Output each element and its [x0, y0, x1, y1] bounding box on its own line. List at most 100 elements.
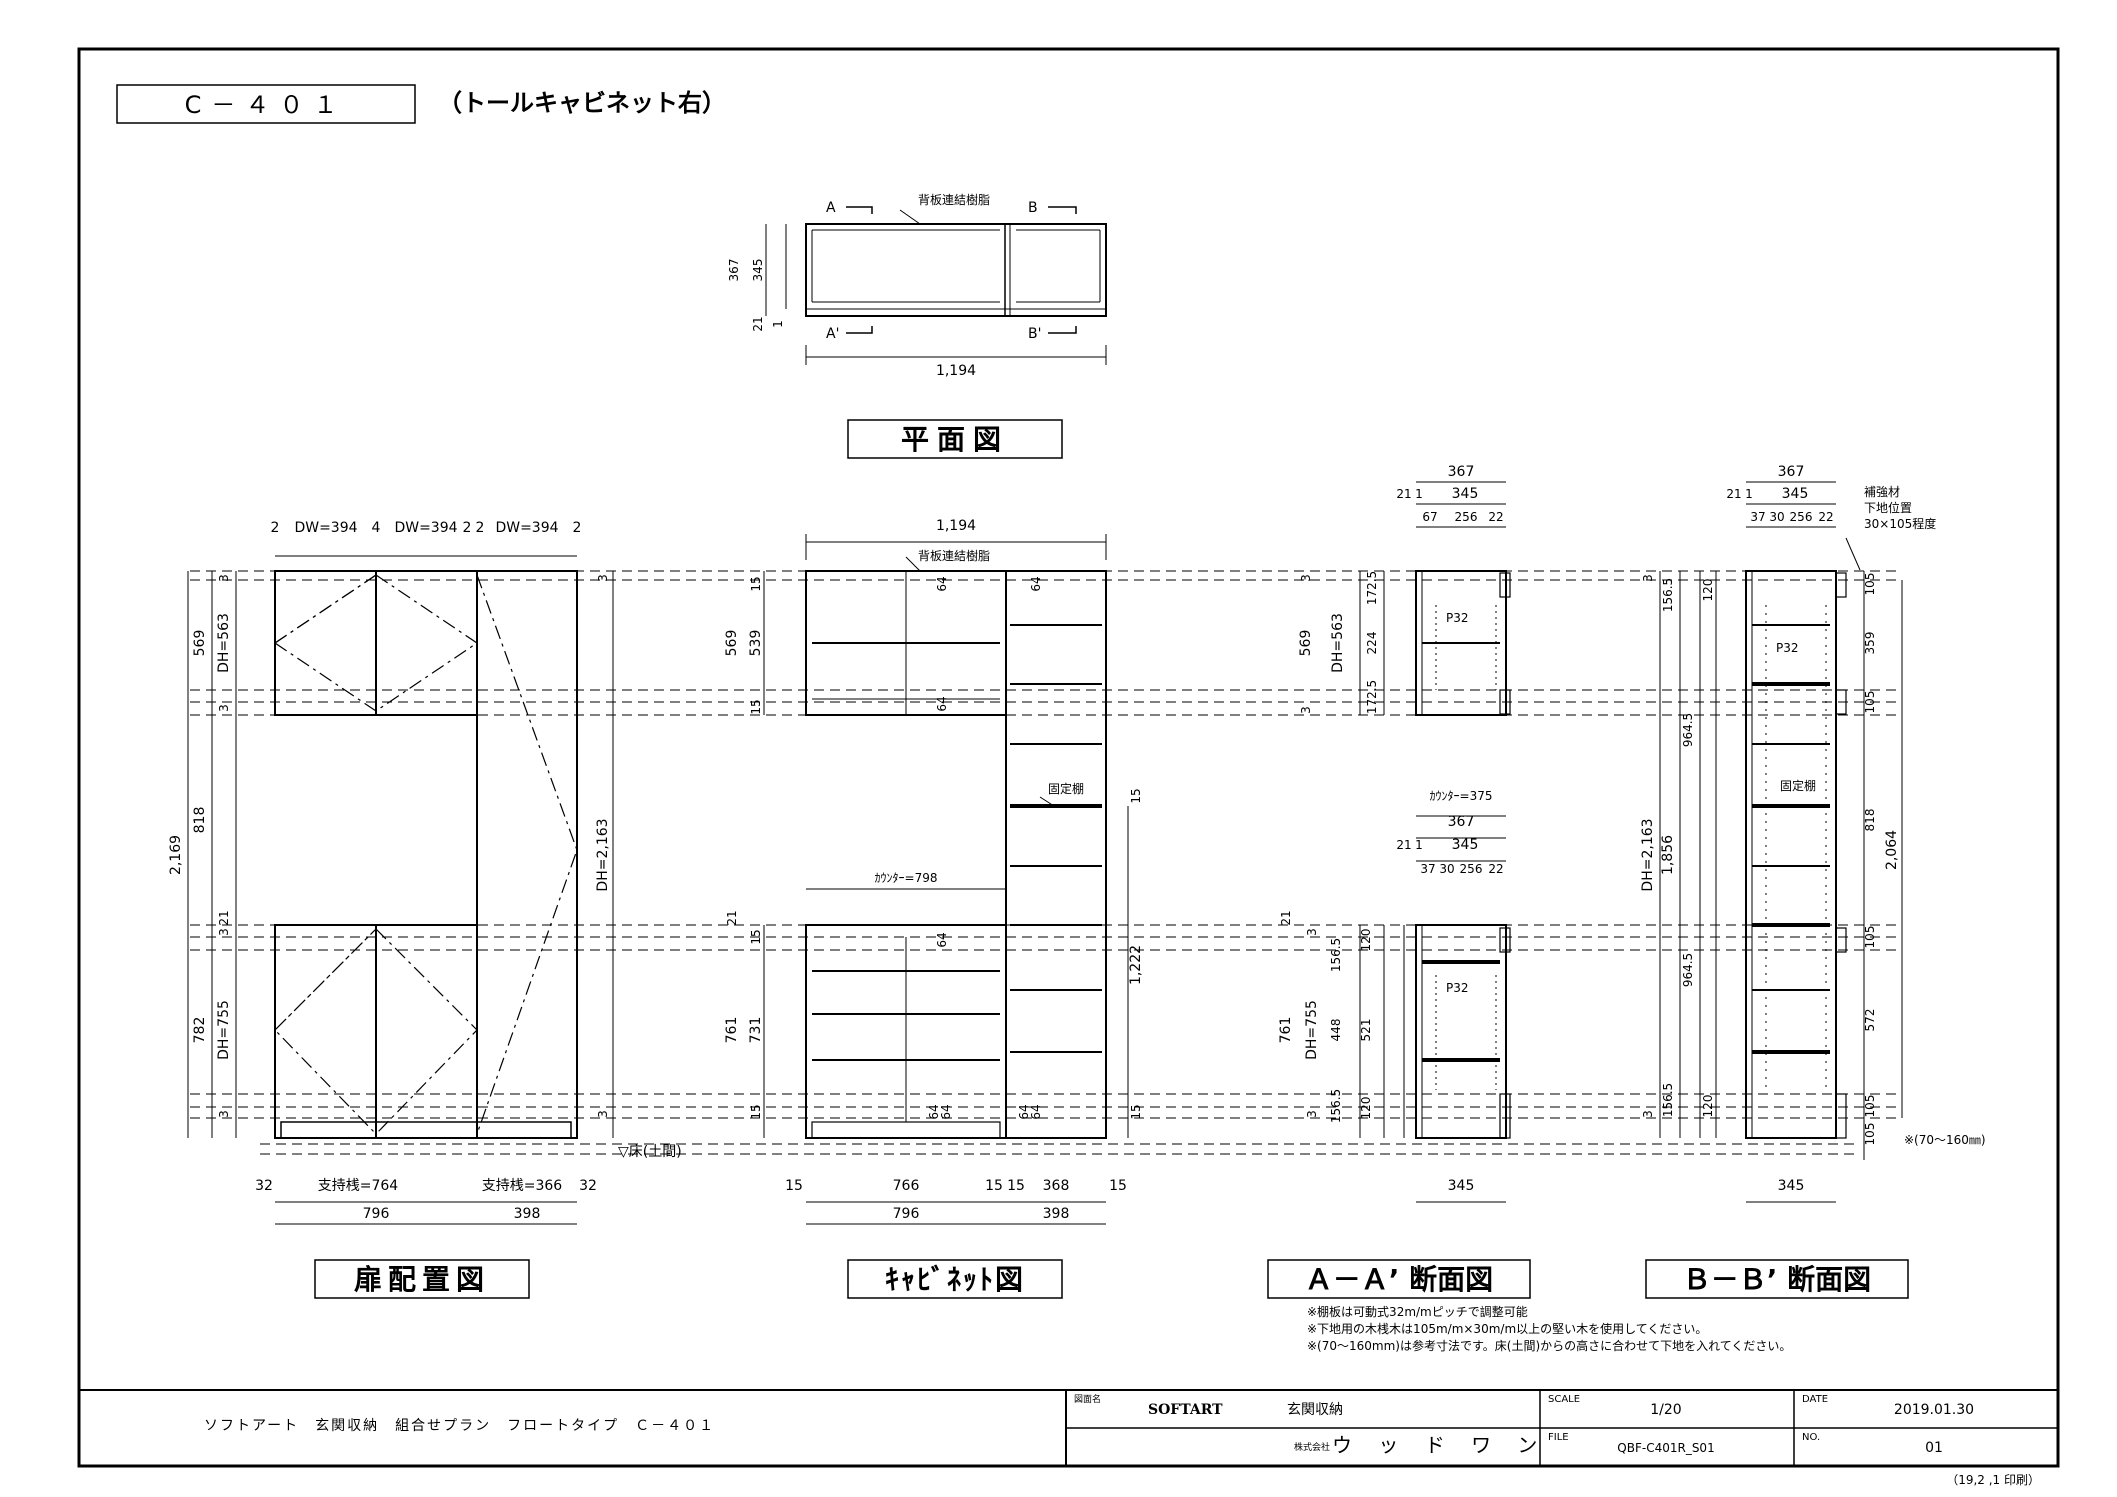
- svg-text:64: 64: [935, 696, 949, 711]
- section-a-pitch-lower: P32: [1446, 981, 1469, 995]
- svg-text:782: 782: [192, 1017, 208, 1044]
- svg-text:345: 345: [1452, 837, 1479, 853]
- svg-text:DH=563: DH=563: [216, 613, 232, 673]
- plan-mark-a: A: [826, 200, 836, 216]
- door-view-label: 扉配置図: [354, 1263, 490, 1296]
- svg-text:32: 32: [579, 1178, 597, 1194]
- svg-text:64: 64: [935, 576, 949, 591]
- date-value: 2019.01.30: [1894, 1402, 1974, 1418]
- cabinet-view-label: ｷｬﾋﾞﾈｯﾄ図: [885, 1263, 1025, 1296]
- svg-text:DW=394: DW=394: [495, 520, 558, 536]
- svg-text:30: 30: [1769, 510, 1784, 524]
- svg-text:761: 761: [1278, 1017, 1294, 1044]
- section-a-pitch-upper: P32: [1446, 611, 1469, 625]
- date-label: DATE: [1802, 1394, 1828, 1405]
- svg-text:支持桟=764: 支持桟=764: [318, 1178, 399, 1194]
- section-a-label-box: [1267, 1259, 1531, 1299]
- svg-text:1,194: 1,194: [936, 518, 976, 534]
- svg-text:818: 818: [1863, 809, 1877, 832]
- svg-text:345: 345: [1452, 486, 1479, 502]
- svg-text:105: 105: [1863, 573, 1877, 596]
- svg-text:105: 105: [1863, 1123, 1877, 1146]
- cabinet-view: [763, 534, 1129, 1225]
- drawing-subtitle: （トールキャビネット右）: [438, 89, 726, 117]
- section-b-labels: 367 345 21 1 37 30 256 22 補強材 下地位置 30×10…: [1640, 464, 1986, 1299]
- svg-text:37: 37: [1420, 862, 1435, 876]
- svg-text:2,064: 2,064: [1884, 830, 1900, 870]
- no-value: 01: [1925, 1440, 1943, 1456]
- svg-text:1: 1: [1415, 487, 1423, 501]
- svg-text:3: 3: [1299, 706, 1313, 714]
- svg-text:DH=2,163: DH=2,163: [595, 818, 611, 891]
- svg-text:15: 15: [1129, 788, 1143, 803]
- plan-dim-depth: 345: [751, 259, 765, 282]
- svg-text:398: 398: [514, 1206, 541, 1222]
- svg-text:3: 3: [596, 1110, 610, 1118]
- plan-dim-left-b: 1: [771, 320, 785, 328]
- svg-text:DW=394: DW=394: [294, 520, 357, 536]
- notes: ※棚板は可動式32m/mピッチで調整可能 ※下地用の木桟木は105m/m×30m…: [1307, 1304, 1791, 1353]
- svg-text:15: 15: [985, 1178, 1003, 1194]
- svg-text:345: 345: [1778, 1178, 1805, 1194]
- svg-text:818: 818: [192, 807, 208, 834]
- svg-text:64: 64: [1029, 1104, 1043, 1119]
- svg-text:3: 3: [1299, 574, 1313, 582]
- reinforcement-note-3: 30×105程度: [1864, 516, 1936, 531]
- svg-text:1,222: 1,222: [1128, 945, 1144, 985]
- plan-view-label: 平面図: [901, 423, 1009, 456]
- section-b-cabinet: [1745, 570, 1837, 1139]
- svg-text:21: 21: [1396, 487, 1411, 501]
- floor-label: ▽床(土間): [618, 1144, 682, 1160]
- drawing-name-label: 図面名: [1074, 1393, 1101, 1405]
- svg-text:964.5: 964.5: [1681, 953, 1695, 987]
- height-reference-note: ※(70～160㎜): [1904, 1133, 1986, 1147]
- svg-text:15: 15: [749, 699, 763, 714]
- section-a-labels: 367 345 21 1 67 256 22 569 DH=563 3 172.…: [1267, 464, 1531, 1299]
- section-a-view-label: Ａ－Ａ’ 断面図: [1305, 1263, 1493, 1296]
- svg-text:156.5: 156.5: [1329, 938, 1343, 972]
- svg-text:796: 796: [893, 1206, 920, 1222]
- svg-text:569: 569: [724, 630, 740, 657]
- svg-text:539: 539: [748, 630, 764, 657]
- svg-text:3: 3: [596, 574, 610, 582]
- svg-text:64: 64: [1029, 576, 1043, 591]
- svg-text:156.5: 156.5: [1329, 1089, 1343, 1123]
- section-a-view: [1359, 481, 1511, 1203]
- reinforcement-note-2: 下地位置: [1864, 500, 1912, 515]
- svg-text:22: 22: [1488, 862, 1503, 876]
- svg-text:120: 120: [1359, 929, 1373, 952]
- plan-label-box: [847, 419, 1063, 459]
- drawing-name: 玄関収納: [1287, 1401, 1343, 1418]
- upper-door-left: [274, 570, 377, 716]
- header: C－４０１ （トールキャビネット右）: [116, 84, 726, 124]
- section-b-fixed-shelf: 固定棚: [1780, 778, 1816, 793]
- svg-text:256: 256: [1455, 510, 1478, 524]
- cabinet-labels: 1,194 背板連結樹脂 固定棚 ｶｳﾝﾀｰ=798 569 539 15 15…: [724, 518, 1144, 1299]
- svg-text:DH=563: DH=563: [1330, 613, 1346, 673]
- section-b-pitch: P32: [1776, 641, 1799, 655]
- company-label: 株式会社: [1294, 1441, 1330, 1453]
- section-b-view: [1659, 481, 1903, 1203]
- svg-text:支持桟=366: 支持桟=366: [482, 1178, 563, 1194]
- lower-door-left: [274, 924, 377, 1139]
- fixed-shelf-label: 固定棚: [1048, 781, 1084, 796]
- svg-text:105: 105: [1863, 691, 1877, 714]
- print-stamp: （19,2 ,1 印刷）: [1946, 1473, 2040, 1487]
- svg-text:15: 15: [749, 1104, 763, 1119]
- section-a-lower: [1415, 924, 1507, 1139]
- file-value: QBF-C401R_S01: [1617, 1441, 1714, 1455]
- code-box: [116, 84, 416, 124]
- plan-mark-b: B: [1028, 200, 1038, 216]
- title-block: [79, 1389, 2058, 1466]
- svg-text:521: 521: [1359, 1019, 1373, 1042]
- svg-text:156.5: 156.5: [1661, 578, 1675, 612]
- section-b-label-box: [1645, 1259, 1909, 1299]
- svg-text:22: 22: [1488, 510, 1503, 524]
- svg-text:105: 105: [1863, 1095, 1877, 1118]
- svg-text:64: 64: [939, 1104, 953, 1119]
- plan-dim-width: 1,194: [936, 363, 976, 379]
- svg-text:3: 3: [1641, 574, 1655, 582]
- plan-dim-depth-total: 367: [727, 259, 741, 282]
- svg-text:30: 30: [1439, 862, 1454, 876]
